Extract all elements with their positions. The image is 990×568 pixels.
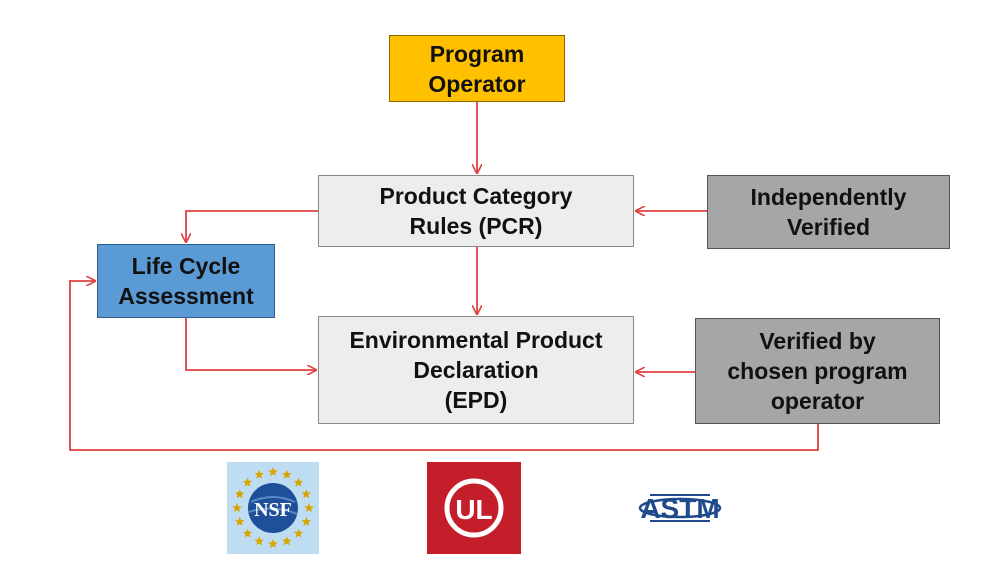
lca-box: Life Cycle Assessment bbox=[97, 244, 275, 318]
nsf-logo-text: NSF bbox=[254, 499, 292, 521]
ul-mark-icon: UL bbox=[427, 462, 521, 554]
independently-verified-box: Independently Verified bbox=[707, 175, 950, 249]
astm-logo: ASTM bbox=[632, 462, 728, 554]
nsf-star bbox=[301, 516, 311, 526]
astm-logo-text: ASTM bbox=[640, 493, 719, 524]
arrow-pcr-to-lca bbox=[186, 210, 318, 242]
nsf-star bbox=[254, 536, 264, 546]
ul-logo-text: UL bbox=[455, 494, 492, 525]
verified-by-operator-label: Verified by chosen program operator bbox=[727, 328, 908, 414]
epd-label: Environmental Product Declaration (EPD) bbox=[349, 327, 603, 413]
verified-by-operator-box: Verified by chosen program operator bbox=[695, 318, 940, 424]
epd-box: Environmental Product Declaration (EPD) bbox=[318, 316, 634, 424]
astm-mark-icon: ASTM bbox=[638, 493, 722, 524]
nsf-star bbox=[282, 536, 292, 546]
program-operator-box: Program Operator bbox=[389, 35, 565, 102]
nsf-logo: NSF bbox=[227, 462, 319, 554]
nsf-star bbox=[304, 503, 314, 512]
independently-verified-label: Independently Verified bbox=[750, 184, 907, 240]
nsf-star bbox=[254, 469, 264, 479]
ul-logo: UL bbox=[427, 462, 521, 554]
program-operator-label: Program Operator bbox=[428, 40, 526, 97]
nsf-star bbox=[232, 503, 242, 512]
nsf-star bbox=[235, 516, 245, 526]
nsf-star bbox=[235, 489, 245, 499]
nsf-emblem-icon: NSF bbox=[227, 462, 319, 554]
pcr-box: Product Category Rules (PCR) bbox=[318, 175, 634, 247]
lca-label: Life Cycle Assessment bbox=[118, 253, 254, 309]
nsf-star bbox=[268, 539, 278, 548]
nsf-star bbox=[242, 477, 253, 487]
arrow-lca-to-epd bbox=[185, 318, 316, 370]
nsf-star bbox=[301, 489, 311, 499]
nsf-star bbox=[242, 528, 253, 538]
nsf-star bbox=[282, 469, 292, 479]
nsf-star bbox=[293, 528, 304, 538]
nsf-star bbox=[268, 467, 278, 476]
nsf-star bbox=[293, 477, 304, 487]
pcr-label: Product Category Rules (PCR) bbox=[379, 183, 573, 239]
arrow-verified-to-lca bbox=[69, 281, 819, 451]
